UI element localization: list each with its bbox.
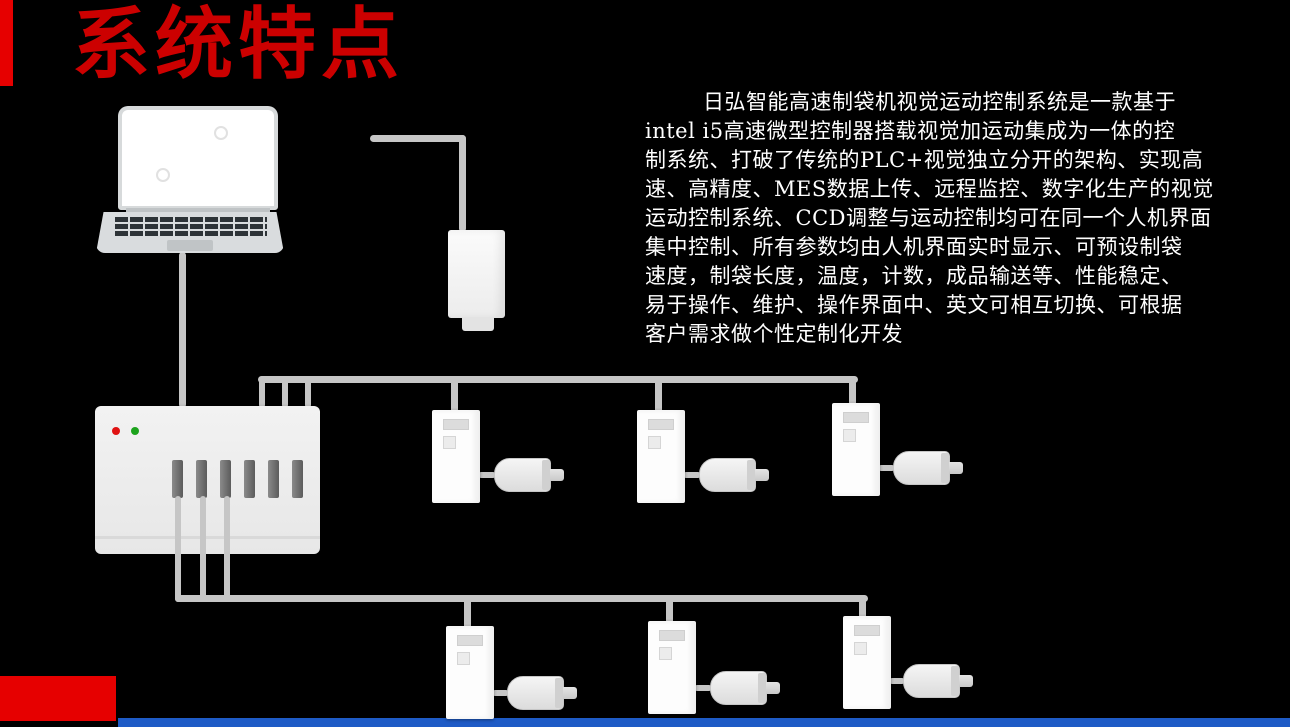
description-paragraph: 日弘智能高速制袋机视觉运动控制系统是一款基于 intel i5高速微型控制器搭载… <box>645 88 1287 349</box>
servo-motor-icon <box>699 458 771 492</box>
cable-drive1-to-motor <box>478 472 496 478</box>
cable-controller-top-stub <box>282 379 288 408</box>
servo-drive-icon <box>843 616 891 709</box>
drive-button <box>854 642 867 655</box>
servo-drive-icon <box>432 410 480 503</box>
cable-drop-drive3 <box>849 376 856 407</box>
drive-display <box>457 635 483 646</box>
corner-accent-bar <box>0 0 13 86</box>
motion-controller-icon <box>95 406 320 554</box>
drive-display <box>843 412 869 423</box>
controller-connector-pin <box>196 460 207 498</box>
watermark-icon <box>214 126 228 140</box>
servo-motor-icon <box>710 671 782 705</box>
description-line: 日弘智能高速制袋机视觉运动控制系统是一款基于 <box>703 90 1176 114</box>
servo-motor-icon <box>893 451 965 485</box>
cable-drop-drive1 <box>451 376 458 414</box>
motor-body <box>710 671 767 705</box>
drive-display <box>659 630 685 641</box>
laptop-touchpad <box>167 240 213 251</box>
servo-drive-icon <box>446 626 494 719</box>
ccd-camera-icon <box>448 230 505 318</box>
controller-connector-pin <box>268 460 279 498</box>
description-line: 制系统、打破了传统的PLC+视觉独立分开的架构、实现高 <box>645 148 1204 172</box>
status-led-green <box>131 427 139 435</box>
cable-camera-horizontal <box>370 135 466 142</box>
controller-connector-pin <box>244 460 255 498</box>
description-line: 集中控制、所有参数均由人机界面实时显示、可预设制袋 <box>645 235 1183 259</box>
drive-display <box>648 419 674 430</box>
cable-drive3-to-motor <box>878 465 895 471</box>
laptop-hinge <box>126 208 270 213</box>
cable-top-bus <box>258 376 858 383</box>
cable-camera-vertical <box>459 135 466 232</box>
cable-controller-bottom <box>175 496 181 602</box>
drive-button <box>457 652 470 665</box>
footer-blue-bar <box>118 718 1290 727</box>
laptop-icon <box>118 106 278 210</box>
description-line: 易于操作、维护、操作界面中、英文可相互切换、可根据 <box>645 293 1183 317</box>
description-line: 速度，制袋长度，温度，计数，成品输送等、性能稳定、 <box>645 264 1183 288</box>
drive-button <box>443 436 456 449</box>
cable-controller-top-stub <box>305 379 311 408</box>
drive-display <box>443 419 469 430</box>
cable-controller-bottom <box>224 496 230 602</box>
servo-motor-icon <box>903 664 975 698</box>
servo-motor-icon <box>494 458 566 492</box>
controller-connector-pin <box>172 460 183 498</box>
servo-drive-icon <box>832 403 880 496</box>
motor-body <box>893 451 950 485</box>
motor-body <box>507 676 564 710</box>
cable-drop-drive6 <box>859 595 866 620</box>
motor-ring <box>542 460 550 490</box>
description-line: 运动控制系统、CCD调整与运动控制均可在同一个人机界面 <box>645 206 1212 230</box>
motor-shaft <box>563 687 577 699</box>
laptop-base <box>96 212 284 253</box>
cable-drive6-to-motor <box>889 678 905 684</box>
drive-button <box>659 647 672 660</box>
cable-drop-drive5 <box>666 595 673 625</box>
cable-controller-bottom <box>200 496 206 602</box>
laptop-keyboard <box>113 216 267 236</box>
motor-ring <box>941 453 949 483</box>
motor-ring <box>747 460 755 490</box>
controller-connector-pin <box>292 460 303 498</box>
drive-button <box>648 436 661 449</box>
drive-button <box>843 429 856 442</box>
motor-body <box>494 458 551 492</box>
cable-drive2-to-motor <box>683 472 701 478</box>
motor-ring <box>951 666 959 696</box>
servo-drive-icon <box>637 410 685 503</box>
motor-shaft <box>766 682 780 694</box>
cable-drop-drive2 <box>655 376 662 414</box>
cable-controller-top-stub <box>259 379 265 408</box>
watermark-icon <box>156 168 170 182</box>
motor-ring <box>555 678 563 708</box>
controller-rail <box>95 536 320 539</box>
ccd-camera-lens-mount <box>462 317 494 331</box>
cable-drop-drive4 <box>464 595 471 630</box>
motor-shaft <box>949 462 963 474</box>
slide-title: 系统特点 <box>72 0 405 90</box>
motor-shaft <box>755 469 769 481</box>
description-line: intel i5高速微型控制器搭载视觉加运动集成为一体的控 <box>645 119 1176 143</box>
drive-display <box>854 625 880 636</box>
cable-drive5-to-motor <box>694 685 712 691</box>
motor-shaft <box>959 675 973 687</box>
cable-drive4-to-motor <box>492 690 509 696</box>
description-line: 客户需求做个性定制化开发 <box>645 322 903 346</box>
motor-ring <box>758 673 766 703</box>
cable-laptop-to-controller <box>179 252 186 408</box>
motor-shaft <box>550 469 564 481</box>
servo-motor-icon <box>507 676 579 710</box>
controller-connector-pin <box>220 460 231 498</box>
power-led-red <box>112 427 120 435</box>
bottom-left-red-block <box>0 676 116 721</box>
servo-drive-icon <box>648 621 696 714</box>
cable-bottom-bus <box>175 595 868 602</box>
motor-body <box>903 664 960 698</box>
description-line: 速、高精度、MES数据上传、远程监控、数字化生产的视觉 <box>645 177 1214 201</box>
